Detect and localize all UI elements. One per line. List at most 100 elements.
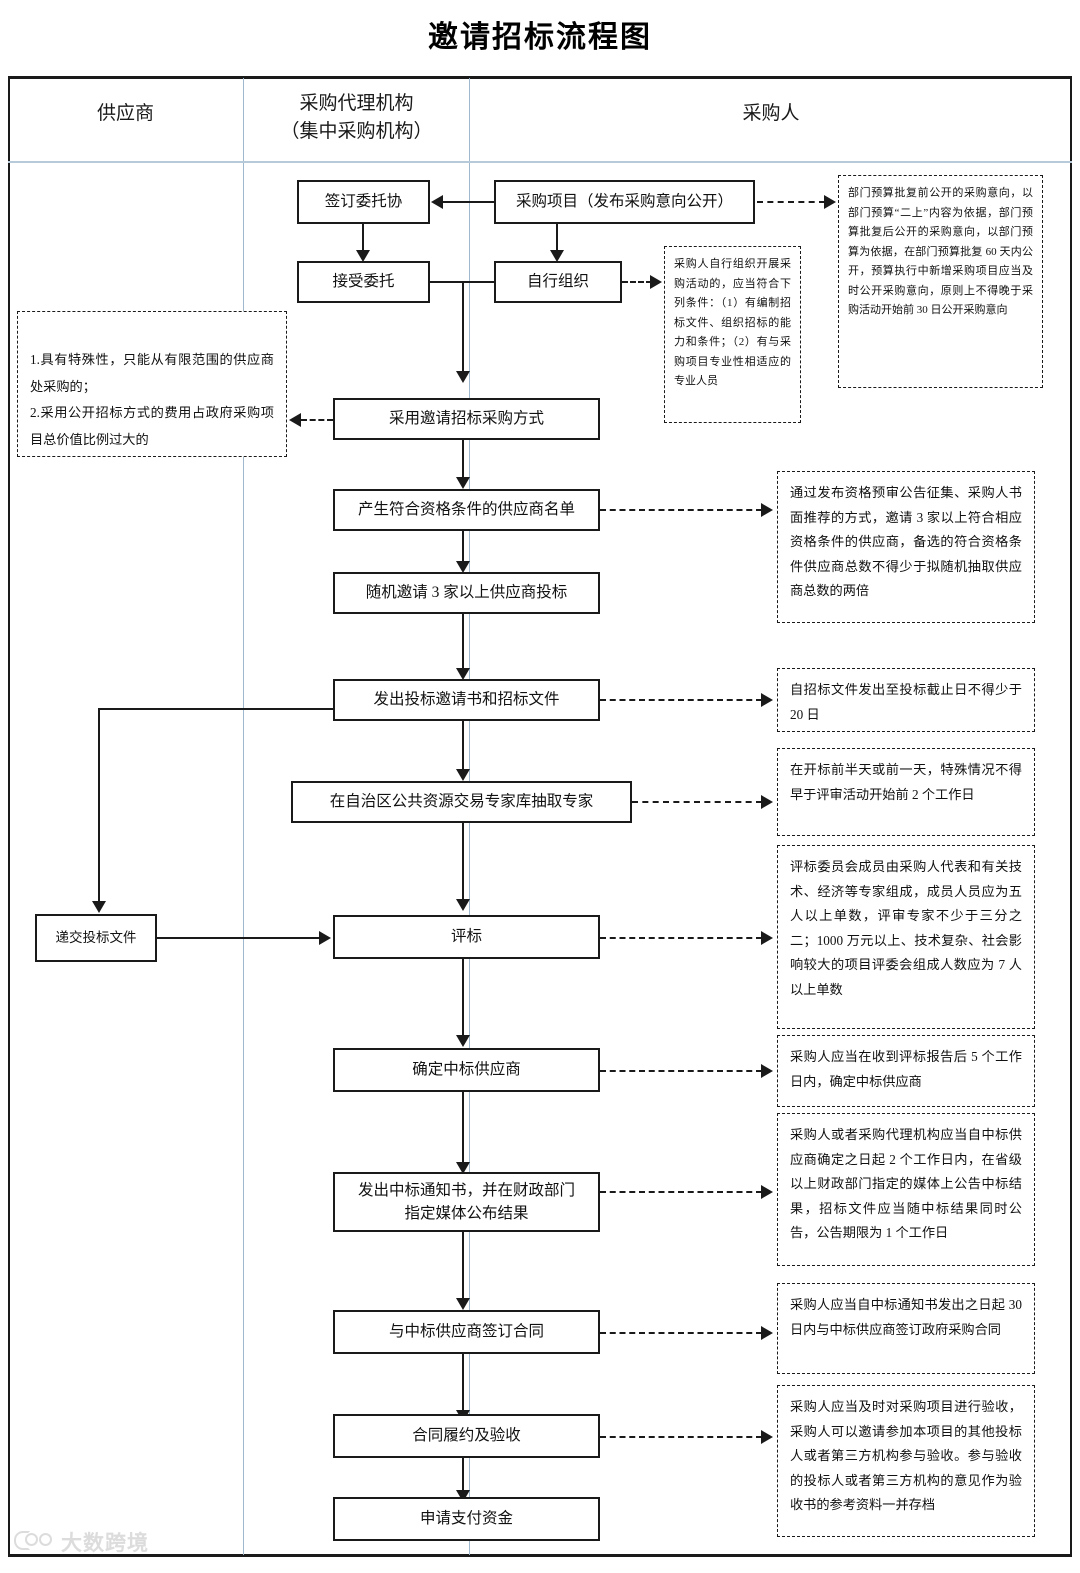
node-label: 申请支付资金: [419, 1510, 513, 1528]
connector-evaluate-to-determine: [462, 959, 464, 1037]
lane-label-text: 供应商: [96, 103, 154, 124]
connector-join-down: [462, 281, 464, 373]
node-perform-accept[interactable]: 合同履约及验收: [333, 1414, 600, 1458]
connector-accept-to-note: [600, 1436, 762, 1438]
connector-project-to-entrust: [443, 201, 495, 203]
watermark-text: 大数跨境: [61, 1531, 149, 1555]
note-text: 在开标前半天或前一天，特殊情况不得早于评审活动开始前 2 个工作日: [790, 762, 1022, 802]
connector-invite-to-qualified: [462, 440, 464, 479]
node-label: 评标: [450, 928, 482, 946]
node-label: 自行组织: [526, 273, 589, 291]
connector-experts-to-note: [632, 801, 762, 803]
arrowhead-down: [456, 899, 470, 911]
note-text: 自招标文件发出至投标截止日不得少于 20 日: [790, 682, 1022, 722]
note-perform-accept: 采购人应当及时对采购项目进行验收，采购人可以邀请参加本项目的其他投标人或者第三方…: [777, 1385, 1035, 1537]
node-sign-entrust[interactable]: 签订委托协: [297, 180, 430, 224]
note-issue-notice: 采购人或者采购代理机构应当自中标供应商确定之日起 2 个工作日内，在省级以上财政…: [777, 1113, 1035, 1266]
node-submit-bid[interactable]: 递交投标文件: [35, 914, 157, 962]
note-intent-disclosure: 部门预算批复前公开的采购意向，以部门预算“二上”内容为依据，部门预算批复后公开的…: [838, 175, 1043, 388]
node-issue-notice[interactable]: 发出中标通知书，并在财政部门 指定媒体公布结果: [333, 1172, 600, 1232]
arrowhead-down: [456, 769, 470, 781]
connector-project-to-intent-note: [757, 201, 825, 203]
node-label-line2: 指定媒体公布结果: [404, 1205, 529, 1222]
connector-experts-to-evaluate: [462, 823, 464, 901]
node-label: 产生符合资格条件的供应商名单: [357, 501, 575, 519]
arrowhead-right: [650, 275, 662, 289]
node-purchase-project[interactable]: 采购项目（发布采购意向公开）: [494, 180, 755, 224]
note-text: 1.具有特殊性，只能从有限范围的供应商处采购的； 2.采用公开招标方式的费用占政…: [30, 352, 274, 447]
note-sign-contract: 采购人应当自中标通知书发出之日起 30 日内与中标供应商签订政府采购合同: [777, 1283, 1035, 1374]
connector-notice-to-note: [600, 1191, 762, 1193]
node-label: 递交投标文件: [55, 929, 137, 945]
connector-entrust-down: [362, 224, 364, 252]
arrowhead-down: [456, 1035, 470, 1047]
lane-header-separator: [8, 161, 1072, 163]
node-accept-entrust[interactable]: 接受委托: [297, 261, 430, 303]
note-self-organize-conditions: 采购人自行组织开展采购活动的，应当符合下列条件：（1）有编制招标文件、组织招标的…: [664, 246, 801, 423]
node-label: 在自治区公共资源交易专家库抽取专家: [329, 793, 594, 811]
arrowhead-down: [456, 1298, 470, 1310]
arrowhead-down: [550, 250, 564, 262]
connector-invite-to-reasons-note: [301, 419, 333, 421]
node-invite-method[interactable]: 采用邀请招标采购方式: [333, 398, 600, 440]
arrowhead-down: [92, 901, 106, 913]
arrowhead-right: [761, 693, 773, 707]
connector-determine-to-notice: [462, 1092, 464, 1164]
connector-project-down: [556, 224, 558, 252]
connector-notice-to-contract: [462, 1232, 464, 1300]
arrowhead-right: [319, 931, 331, 945]
node-label: 接受委托: [332, 273, 395, 291]
arrowhead-down: [456, 668, 470, 680]
node-sign-contract[interactable]: 与中标供应商签订合同: [333, 1310, 600, 1354]
node-label: 与中标供应商签订合同: [388, 1323, 544, 1341]
lane-label-text: 采购代理机构: [299, 93, 414, 114]
node-evaluate[interactable]: 评标: [333, 915, 600, 959]
node-label: 随机邀请 3 家以上供应商投标: [365, 584, 568, 602]
note-text: 部门预算批复前公开的采购意向，以部门预算“二上”内容为依据，部门预算批复后公开的…: [848, 187, 1033, 317]
arrowhead-right: [761, 795, 773, 809]
node-label-line1: 发出中标通知书，并在财政部门: [357, 1181, 575, 1199]
note-invite-method-reasons: 1.具有特殊性，只能从有限范围的供应商处采购的； 2.采用公开招标方式的费用占政…: [17, 311, 287, 457]
lane-label-text: 采购人: [742, 103, 800, 124]
arrowhead-right: [761, 1185, 773, 1199]
connector-issue-to-submit-v: [98, 708, 100, 903]
arrowhead-down: [356, 250, 370, 262]
connector-issue-to-note: [600, 699, 762, 701]
node-qualified-list[interactable]: 产生符合资格条件的供应商名单: [333, 489, 600, 531]
diagram-frame: [8, 76, 1072, 1557]
connector-organize-to-note: [622, 281, 652, 283]
connector-qualified-to-note: [600, 509, 762, 511]
connector-random-to-issue: [462, 614, 464, 670]
note-text: 评标委员会成员由采购人代表和有关技术、经济等专家组成，成员人员应为五人以上单数，…: [790, 859, 1022, 997]
node-self-organize[interactable]: 自行组织: [494, 261, 622, 303]
connector-issue-to-submit-h: [98, 708, 335, 710]
node-label: 采购项目（发布采购意向公开）: [515, 193, 733, 211]
lane-header-supplier: 供应商: [8, 100, 243, 128]
node-label: 确定中标供应商: [412, 1061, 521, 1079]
lane-label-subtext: （集中采购机构）: [280, 120, 433, 142]
note-text: 采购人或者采购代理机构应当自中标供应商确定之日起 2 个工作日内，在省级以上财政…: [790, 1127, 1022, 1241]
note-evaluate: 评标委员会成员由采购人代表和有关技术、经济等专家组成，成员人员应为五人以上单数，…: [777, 845, 1035, 1029]
arrowhead-down: [456, 371, 470, 383]
arrowhead-left: [289, 413, 301, 427]
page-title: 邀请招标流程图: [428, 21, 652, 54]
connector-evaluate-to-note: [600, 937, 762, 939]
node-label: 采用邀请招标采购方式: [388, 410, 544, 428]
connector-submit-to-evaluate: [157, 937, 320, 939]
node-apply-payment[interactable]: 申请支付资金: [333, 1497, 600, 1541]
arrowhead-right: [761, 1064, 773, 1078]
note-qualified-list: 通过发布资格预审公告征集、采购人书面推荐的方式，邀请 3 家以上符合相应资格条件…: [777, 471, 1035, 623]
node-determine-winner[interactable]: 确定中标供应商: [333, 1048, 600, 1092]
note-determine-winner: 采购人应当在收到评标报告后 5 个工作日内，确定中标供应商: [777, 1035, 1035, 1107]
arrowhead-down: [456, 1162, 470, 1174]
watermark-logo-icon: [14, 1529, 54, 1555]
node-label: 签订委托协: [324, 193, 403, 211]
node-random-invite[interactable]: 随机邀请 3 家以上供应商投标: [333, 572, 600, 614]
node-draw-experts[interactable]: 在自治区公共资源交易专家库抽取专家: [291, 781, 632, 823]
arrowhead-down: [456, 561, 470, 573]
node-issue-invitation[interactable]: 发出投标邀请书和招标文件: [333, 679, 600, 721]
note-text: 通过发布资格预审公告征集、采购人书面推荐的方式，邀请 3 家以上符合相应资格条件…: [790, 485, 1022, 599]
node-label: 合同履约及验收: [412, 1427, 521, 1445]
lane-header-agency: 采购代理机构 （集中采购机构）: [244, 90, 469, 145]
